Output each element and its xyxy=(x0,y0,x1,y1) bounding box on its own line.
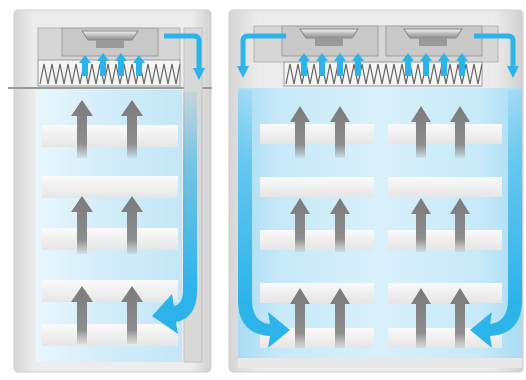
arrow-up-icon xyxy=(402,53,414,76)
arrow-up-icon xyxy=(450,198,470,252)
filter-blue-arrows xyxy=(79,53,145,76)
arrow-up-icon xyxy=(97,53,109,76)
arrow-up-icon xyxy=(411,198,431,252)
filter-icon xyxy=(283,61,483,87)
shelf xyxy=(260,124,374,144)
arrow-up-icon xyxy=(79,55,91,76)
single-fan-cabinet xyxy=(8,9,212,373)
shelf xyxy=(388,177,502,197)
shelf xyxy=(42,125,178,147)
arrow-up-icon xyxy=(290,288,310,348)
arrow-up-icon xyxy=(330,198,350,252)
arrow-up-icon xyxy=(411,288,431,348)
filter-icon xyxy=(37,59,181,87)
arrow-up-icon xyxy=(420,53,432,76)
shelf xyxy=(260,177,374,197)
arrow-up-icon xyxy=(316,53,328,76)
arrow-up-icon xyxy=(456,53,468,76)
upflow-arrows xyxy=(71,100,143,344)
double-fan-cabinet xyxy=(228,9,524,373)
arrow-up-icon xyxy=(450,106,470,158)
arrow-up-icon xyxy=(330,106,350,158)
fan-icon xyxy=(403,28,463,46)
fan-icon xyxy=(81,30,139,48)
arrow-up-icon xyxy=(121,286,143,344)
arrow-up-icon xyxy=(290,198,310,252)
arrow-up-icon xyxy=(115,53,127,76)
arrow-up-icon xyxy=(121,196,143,254)
arrow-up-icon xyxy=(352,53,364,76)
curved-arrow-icon xyxy=(237,33,290,348)
shelf xyxy=(388,124,502,144)
shelves xyxy=(42,125,178,346)
shelf xyxy=(42,280,178,302)
arrow-up-icon xyxy=(71,196,93,254)
arrow-up-icon xyxy=(71,100,93,158)
shelf xyxy=(42,324,178,346)
arrow-up-icon xyxy=(71,286,93,344)
shelf xyxy=(42,228,178,250)
shelf xyxy=(42,176,178,198)
arrow-up-icon xyxy=(133,55,145,76)
arrow-up-icon xyxy=(450,288,470,348)
arrow-up-icon xyxy=(298,53,310,76)
arrow-up-icon xyxy=(334,53,346,76)
filter-blue-arrows xyxy=(298,53,468,76)
arrow-up-icon xyxy=(438,53,450,76)
curved-arrow-icon xyxy=(470,33,522,348)
curved-arrow-icon xyxy=(152,33,205,334)
shelf xyxy=(260,283,374,303)
arrow-up-icon xyxy=(290,106,310,158)
shelf xyxy=(260,230,374,250)
shelf xyxy=(388,283,502,303)
arrow-up-icon xyxy=(411,106,431,158)
upflow-arrows xyxy=(290,106,470,348)
shelf xyxy=(260,328,374,348)
arrow-up-icon xyxy=(330,288,350,348)
shelf xyxy=(388,230,502,250)
fan-icon xyxy=(299,28,359,46)
chamber-bottom xyxy=(238,358,522,368)
arrow-up-icon xyxy=(121,100,143,158)
